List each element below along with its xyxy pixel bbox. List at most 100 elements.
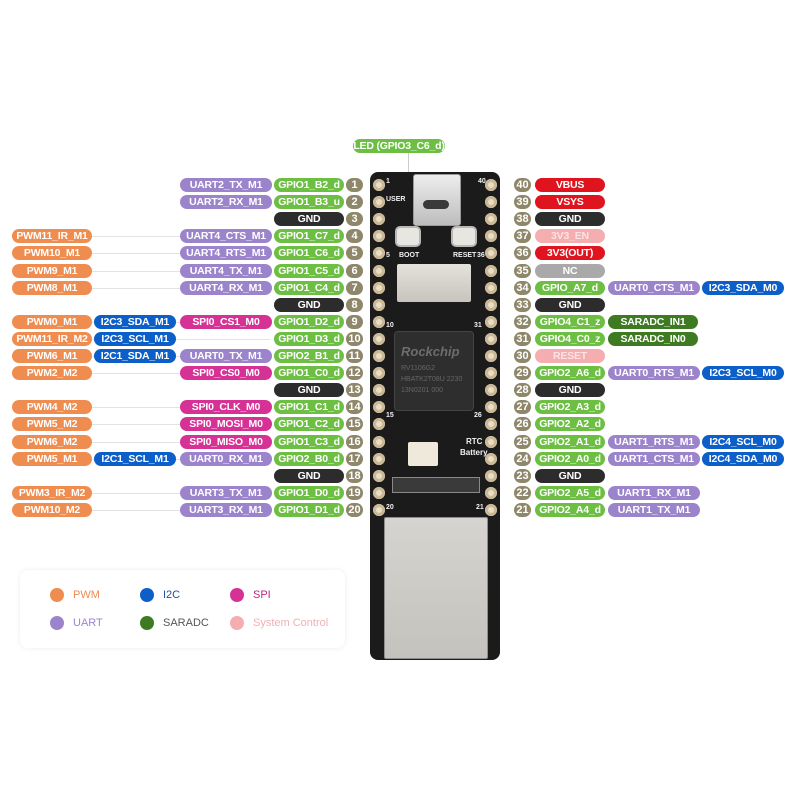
legend-swatch (50, 616, 64, 630)
pwm-label: PWM8_M1 (12, 281, 92, 295)
legend-item-pwm: PWM (50, 588, 100, 602)
boot-button[interactable] (397, 228, 419, 245)
pin-number: 16 (346, 435, 363, 449)
uart-label: UART0_CTS_M1 (608, 281, 700, 295)
pin-number: 31 (514, 332, 531, 346)
gpio-label: GPIO_A7_d (535, 281, 605, 295)
pin-number: 21 (514, 503, 531, 517)
pin36-marker: 36 (477, 252, 485, 259)
legend-item-spi: SPI (230, 588, 271, 602)
gpio-label: GPIO2_B1_d (274, 349, 344, 363)
pin-number: 18 (346, 469, 363, 483)
gnd-label: GND (535, 383, 605, 397)
connector-line (90, 339, 270, 340)
pwm-label: PWM6_M2 (12, 435, 92, 449)
rtc-battery-connector (408, 442, 438, 466)
pin-number: 13 (346, 383, 363, 397)
spi-label: SPI0_MOSI_M0 (180, 417, 272, 431)
pin10-marker: 10 (386, 322, 394, 329)
pwm-label: PWM11_IR_M1 (12, 229, 92, 243)
gpio-label: GPIO2_A3_d (535, 400, 605, 414)
pin-hole (373, 401, 385, 413)
pin-number: 11 (346, 349, 363, 363)
uart-label: UART4_CTS_M1 (180, 229, 272, 243)
pin-number: 37 (514, 229, 531, 243)
legend-swatch (140, 616, 154, 630)
pin-number: 24 (514, 452, 531, 466)
uart-label: UART1_RX_M1 (608, 486, 700, 500)
pin-number: 34 (514, 281, 531, 295)
gpio-label: GPIO1_D0_d (274, 486, 344, 500)
uart-label: UART0_RTS_M1 (608, 366, 700, 380)
reset-label: RESET (453, 252, 477, 259)
pin-hole (485, 179, 497, 191)
pin-number: 26 (514, 417, 531, 431)
boot-label: BOOT (399, 252, 420, 259)
pwm-label: PWM10_M1 (12, 246, 92, 260)
pin-hole (485, 436, 497, 448)
pwm-label: PWM5_M1 (12, 452, 92, 466)
chip-lot: HBATK2T08U 2230 (401, 376, 463, 383)
legend-item-saradc: SARADC (140, 616, 209, 630)
ethernet-jack (384, 517, 488, 659)
legend-label: UART (73, 617, 103, 629)
pin-number: 29 (514, 366, 531, 380)
pin-hole (373, 247, 385, 259)
pin-hole (485, 401, 497, 413)
pin-number: 25 (514, 435, 531, 449)
led-label: LED (GPIO3_C6_d) (353, 139, 445, 153)
spi-label: SPI0_CLK_M0 (180, 400, 272, 414)
pin-number: 3 (346, 212, 363, 226)
gpio-label: GPIO1_D1_d (274, 503, 344, 517)
gpio-label: GPIO1_C7_d (274, 229, 344, 243)
gpio-label: GPIO2_A5_d (535, 486, 605, 500)
uart-label: UART1_CTS_M1 (608, 452, 700, 466)
gnd-label: GND (535, 212, 605, 226)
pin-hole (485, 367, 497, 379)
power-label: 3V3(OUT) (535, 246, 605, 260)
gpio-label: GPIO1_B2_d (274, 178, 344, 192)
pin-number: 30 (514, 349, 531, 363)
i2c-label: I2C4_SDA_M0 (702, 452, 784, 466)
nc-label: NC (535, 264, 605, 278)
pwm-label: PWM3_IR_M2 (12, 486, 92, 500)
usb-c-port-icon (423, 200, 449, 209)
pin-number: 22 (514, 486, 531, 500)
pin-number: 28 (514, 383, 531, 397)
pin-hole (373, 436, 385, 448)
pin-hole (485, 487, 497, 499)
legend-label: System Control (253, 617, 329, 629)
legend-swatch (230, 588, 244, 602)
pin-hole (373, 316, 385, 328)
pin-hole (485, 333, 497, 345)
board: USER 1 40 BOOT RESET 5 36 Rockchip RV110… (370, 172, 500, 660)
pin31-marker: 31 (474, 322, 482, 329)
pin-hole (485, 384, 497, 396)
pin-number: 17 (346, 452, 363, 466)
gpio-label: GPIO2_A4_d (535, 503, 605, 517)
pin-hole (373, 265, 385, 277)
gnd-label: GND (535, 298, 605, 312)
spi-label: SPI0_MISO_M0 (180, 435, 272, 449)
pin-number: 14 (346, 400, 363, 414)
reset-button[interactable] (453, 228, 475, 245)
gpio-label: GPIO2_A6_d (535, 366, 605, 380)
pin-number: 35 (514, 264, 531, 278)
power-label: VBUS (535, 178, 605, 192)
pin-number: 5 (346, 246, 363, 260)
pin-number: 8 (346, 298, 363, 312)
user-led-label: USER (386, 196, 406, 203)
legend-swatch (50, 588, 64, 602)
pin-hole (373, 333, 385, 345)
legend-item-uart: UART (50, 616, 103, 630)
gpio-label: GPIO1_C1_d (274, 400, 344, 414)
gpio-label: GPIO2_B0_d (274, 452, 344, 466)
legend-label: I2C (163, 589, 181, 601)
gpio-label: GPIO2_A1_d (535, 435, 605, 449)
gpio-label: GPIO1_C5_d (274, 264, 344, 278)
i2c-label: I2C1_SCL_M1 (94, 452, 176, 466)
legend-label: SARADC (163, 617, 209, 629)
pin-hole (373, 213, 385, 225)
pwm-label: PWM0_M1 (12, 315, 92, 329)
legend-swatch (140, 588, 154, 602)
